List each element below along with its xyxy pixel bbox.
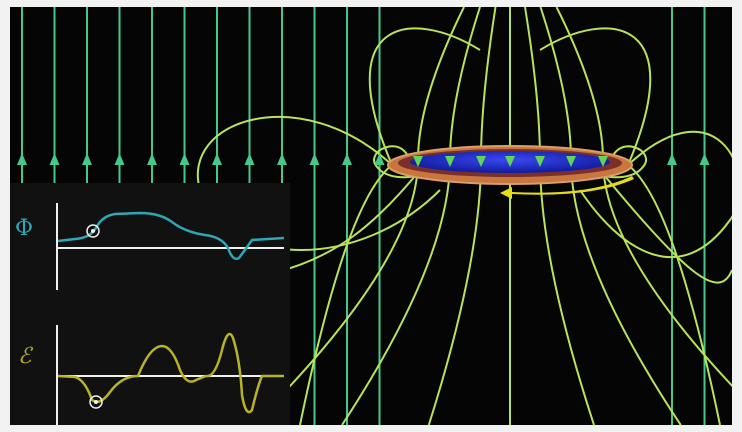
up-arrow-icon — [699, 153, 710, 165]
graph-panel — [10, 183, 290, 425]
uniform-field-arrows — [17, 153, 710, 165]
loop-field-line — [299, 164, 393, 425]
loop-field-arrows — [413, 156, 608, 167]
up-arrow-icon — [114, 153, 125, 165]
down-arrow-icon — [476, 156, 486, 167]
emf-marker-icon — [89, 395, 103, 409]
up-arrow-icon — [147, 153, 157, 165]
down-arrow-icon — [413, 156, 423, 167]
down-arrow-icon — [566, 156, 576, 167]
emf-label: ℰ — [18, 344, 32, 369]
up-arrow-icon — [244, 153, 255, 165]
emf-curve — [57, 332, 284, 414]
loop-field-line — [627, 164, 721, 425]
up-arrow-icon — [667, 153, 677, 165]
up-arrow-icon — [212, 153, 222, 165]
flux-label: Φ — [15, 216, 34, 241]
loop-field-line — [579, 130, 732, 259]
loop-field-line — [539, 27, 652, 166]
loop-field-line — [599, 169, 732, 284]
down-arrow-icon — [535, 156, 545, 167]
up-arrow-icon — [277, 153, 287, 165]
loop-field-line — [368, 27, 481, 166]
down-arrow-icon — [445, 156, 455, 167]
up-arrow-icon — [342, 153, 352, 165]
up-arrow-icon — [49, 153, 60, 165]
current-arrow-icon — [500, 176, 634, 199]
loop-field-line — [251, 7, 465, 425]
flux-curve — [57, 211, 285, 261]
up-arrow-icon — [374, 153, 385, 165]
flux-marker-icon — [86, 224, 100, 238]
down-arrow-icon — [505, 156, 515, 167]
loop-field-line — [555, 7, 732, 388]
up-arrow-icon — [17, 153, 27, 165]
up-arrow-icon — [82, 153, 92, 165]
down-arrow-icon — [598, 156, 608, 167]
up-arrow-icon — [179, 153, 190, 165]
up-arrow-icon — [309, 153, 320, 165]
